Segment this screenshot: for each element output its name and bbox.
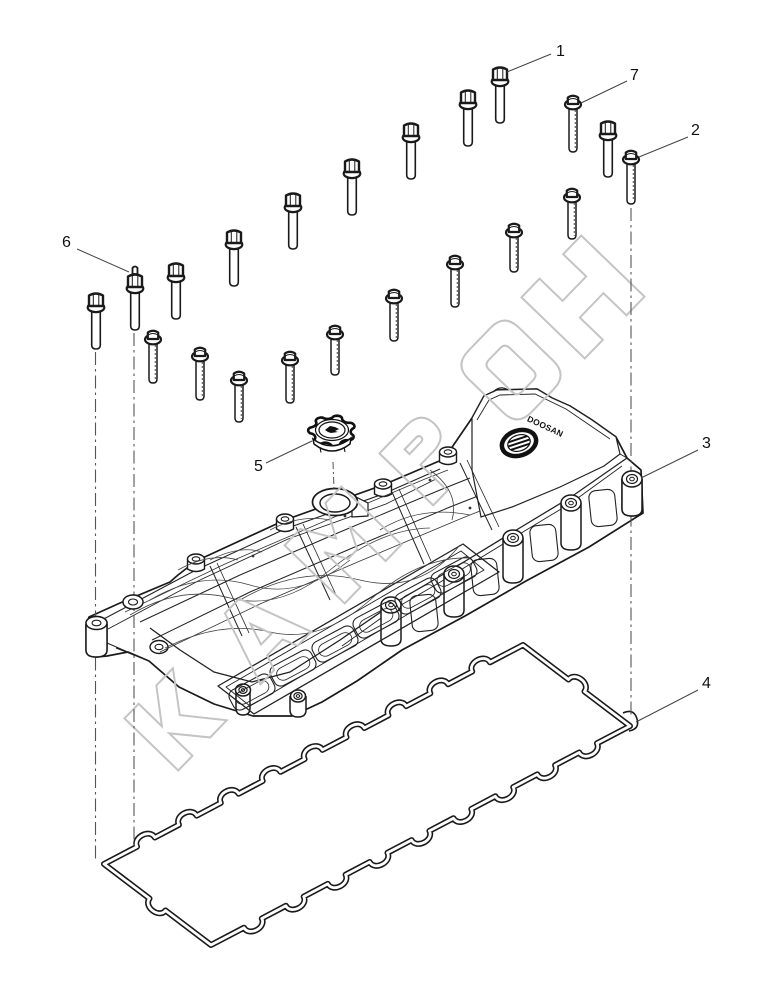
svg-text:4: 4: [702, 675, 711, 692]
svg-text:7: 7: [630, 67, 639, 84]
svg-text:1: 1: [556, 43, 565, 60]
svg-text:5: 5: [254, 458, 263, 475]
svg-text:2: 2: [691, 122, 700, 139]
svg-text:3: 3: [702, 435, 711, 452]
svg-text:6: 6: [62, 234, 71, 251]
